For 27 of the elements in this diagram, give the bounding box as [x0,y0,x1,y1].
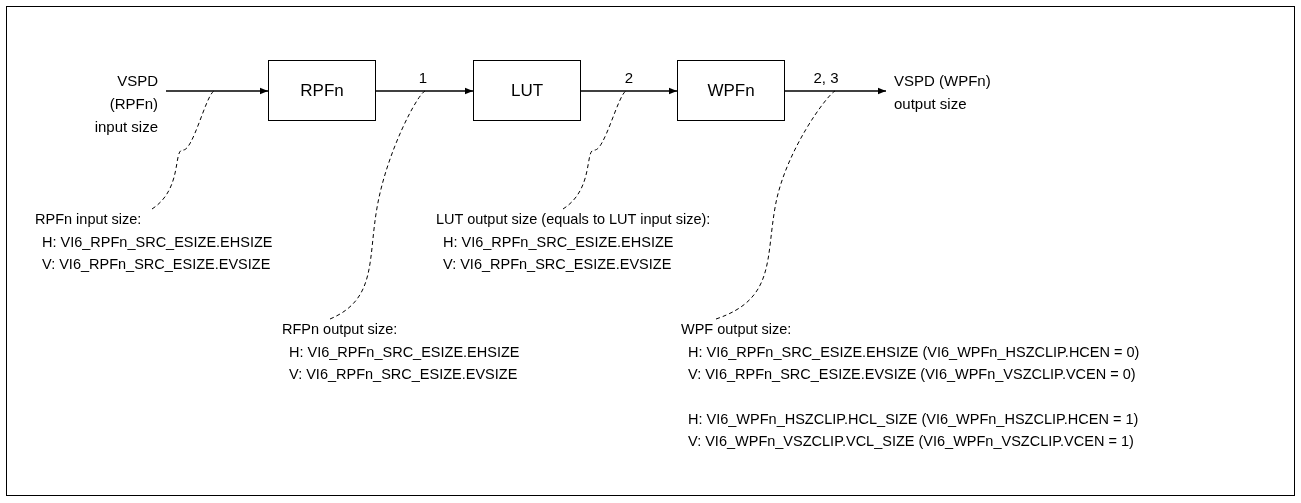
leader-line [715,90,836,320]
note-heading: LUT output size (equals to LUT input size): [436,210,711,229]
register-line: H: VI6_RPFn_SRC_ESIZE.EHSIZE [442,232,674,252]
arrow [165,87,269,95]
arrow [375,87,474,95]
leader-line [329,90,426,320]
register-line: H: VI6_RPFn_SRC_ESIZE.EHSIZE (VI6_WPFn_HSZCLIP.HCEN = 0) [687,342,1140,362]
register-line: V: VI6_RPFn_SRC_ESIZE.EVSIZE (VI6_WPFn_VSZCLIP.VCEN = 0) [687,365,1136,384]
leader-line [151,90,215,210]
register-line: H: VI6_WPFn_HSZCLIP.HCL_SIZE (VI6_WPFn_HSZCLIP.HCEN = 1) [687,409,1139,429]
register-line: V: VI6_WPFn_VSZCLIP.VCL_SIZE (VI6_WPFn_VSZCLIP.VCEN = 1) [687,432,1134,451]
io-label: VSPD (RPFn) input size [66,69,166,138]
process-box: WPFn [677,60,785,121]
note-heading: RFPn output size: [282,320,398,339]
register-line: V: VI6_RPFn_SRC_ESIZE.EVSIZE [442,255,672,274]
io-label: VSPD (WPFn) output size [886,69,1004,115]
register-line: V: VI6_RPFn_SRC_ESIZE.EVSIZE [41,255,271,274]
note-heading: RPFn input size: [35,210,142,229]
process-box: LUT [473,60,581,121]
arrow [580,87,678,95]
note-heading: WPF output size: [681,320,792,339]
process-box: RPFn [268,60,376,121]
arrow [784,87,887,95]
register-line: H: VI6_RPFn_SRC_ESIZE.EHSIZE [41,232,273,252]
leader-line [562,90,627,210]
register-line: H: VI6_RPFn_SRC_ESIZE.EHSIZE [288,342,520,362]
register-line: V: VI6_RPFn_SRC_ESIZE.EVSIZE [288,365,518,384]
